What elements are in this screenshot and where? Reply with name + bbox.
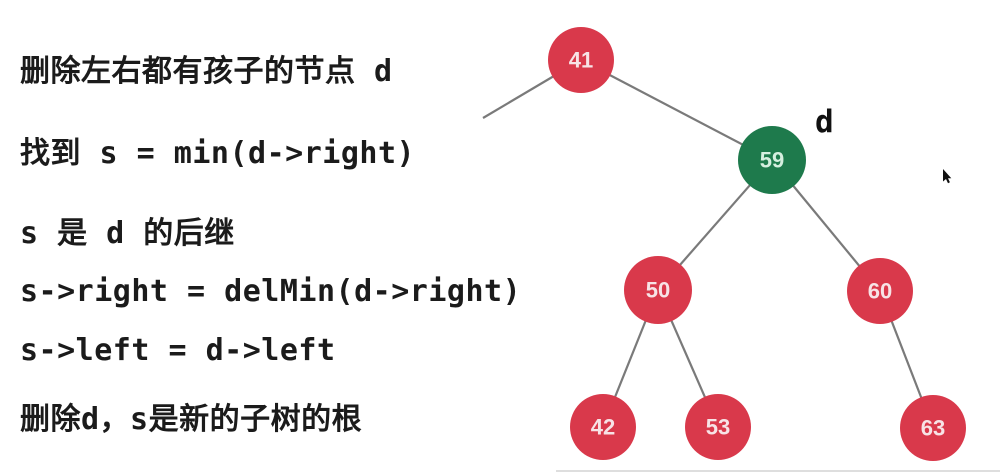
- tree-node-41: 41: [548, 27, 614, 93]
- mouse-cursor-icon: [943, 169, 952, 184]
- node-circle-41: [548, 27, 614, 93]
- tree-node-60: 60: [847, 258, 913, 324]
- node-value-60: 60: [868, 279, 892, 304]
- node-circle-50: [624, 256, 692, 324]
- annotation-line-6: 删除d，s是新的子树的根: [20, 402, 363, 437]
- node-circle-60: [847, 258, 913, 324]
- annotation-line-2: 找到 s = min(d->right): [20, 136, 416, 171]
- tree-node-53: 53: [685, 394, 751, 460]
- tree-node-59: 59: [738, 126, 806, 194]
- annotation-line-1: 删除左右都有孩子的节点 d: [20, 54, 393, 89]
- node-value-42: 42: [591, 415, 615, 440]
- bottom-divider: [556, 470, 1000, 472]
- annotation-line-4: s->right = delMin(d->right): [20, 274, 522, 309]
- node-value-50: 50: [646, 278, 670, 303]
- tree-node-50: 50: [624, 256, 692, 324]
- tree-node-42: 42: [570, 394, 636, 460]
- node-circle-59: [738, 126, 806, 194]
- node-value-63: 63: [921, 416, 945, 441]
- node-circle-42: [570, 394, 636, 460]
- node-value-53: 53: [706, 415, 730, 440]
- tree-node-63: 63: [900, 395, 966, 461]
- node-d-label: d: [815, 104, 834, 140]
- node-value-41: 41: [569, 48, 593, 73]
- annotation-line-5: s->left = d->left: [20, 333, 336, 368]
- annotation-line-3: s 是 d 的后继: [20, 216, 235, 251]
- node-circle-63: [900, 395, 966, 461]
- node-value-59: 59: [760, 148, 784, 173]
- node-circle-53: [685, 394, 751, 460]
- tree-edge-41-59: [580, 59, 773, 161]
